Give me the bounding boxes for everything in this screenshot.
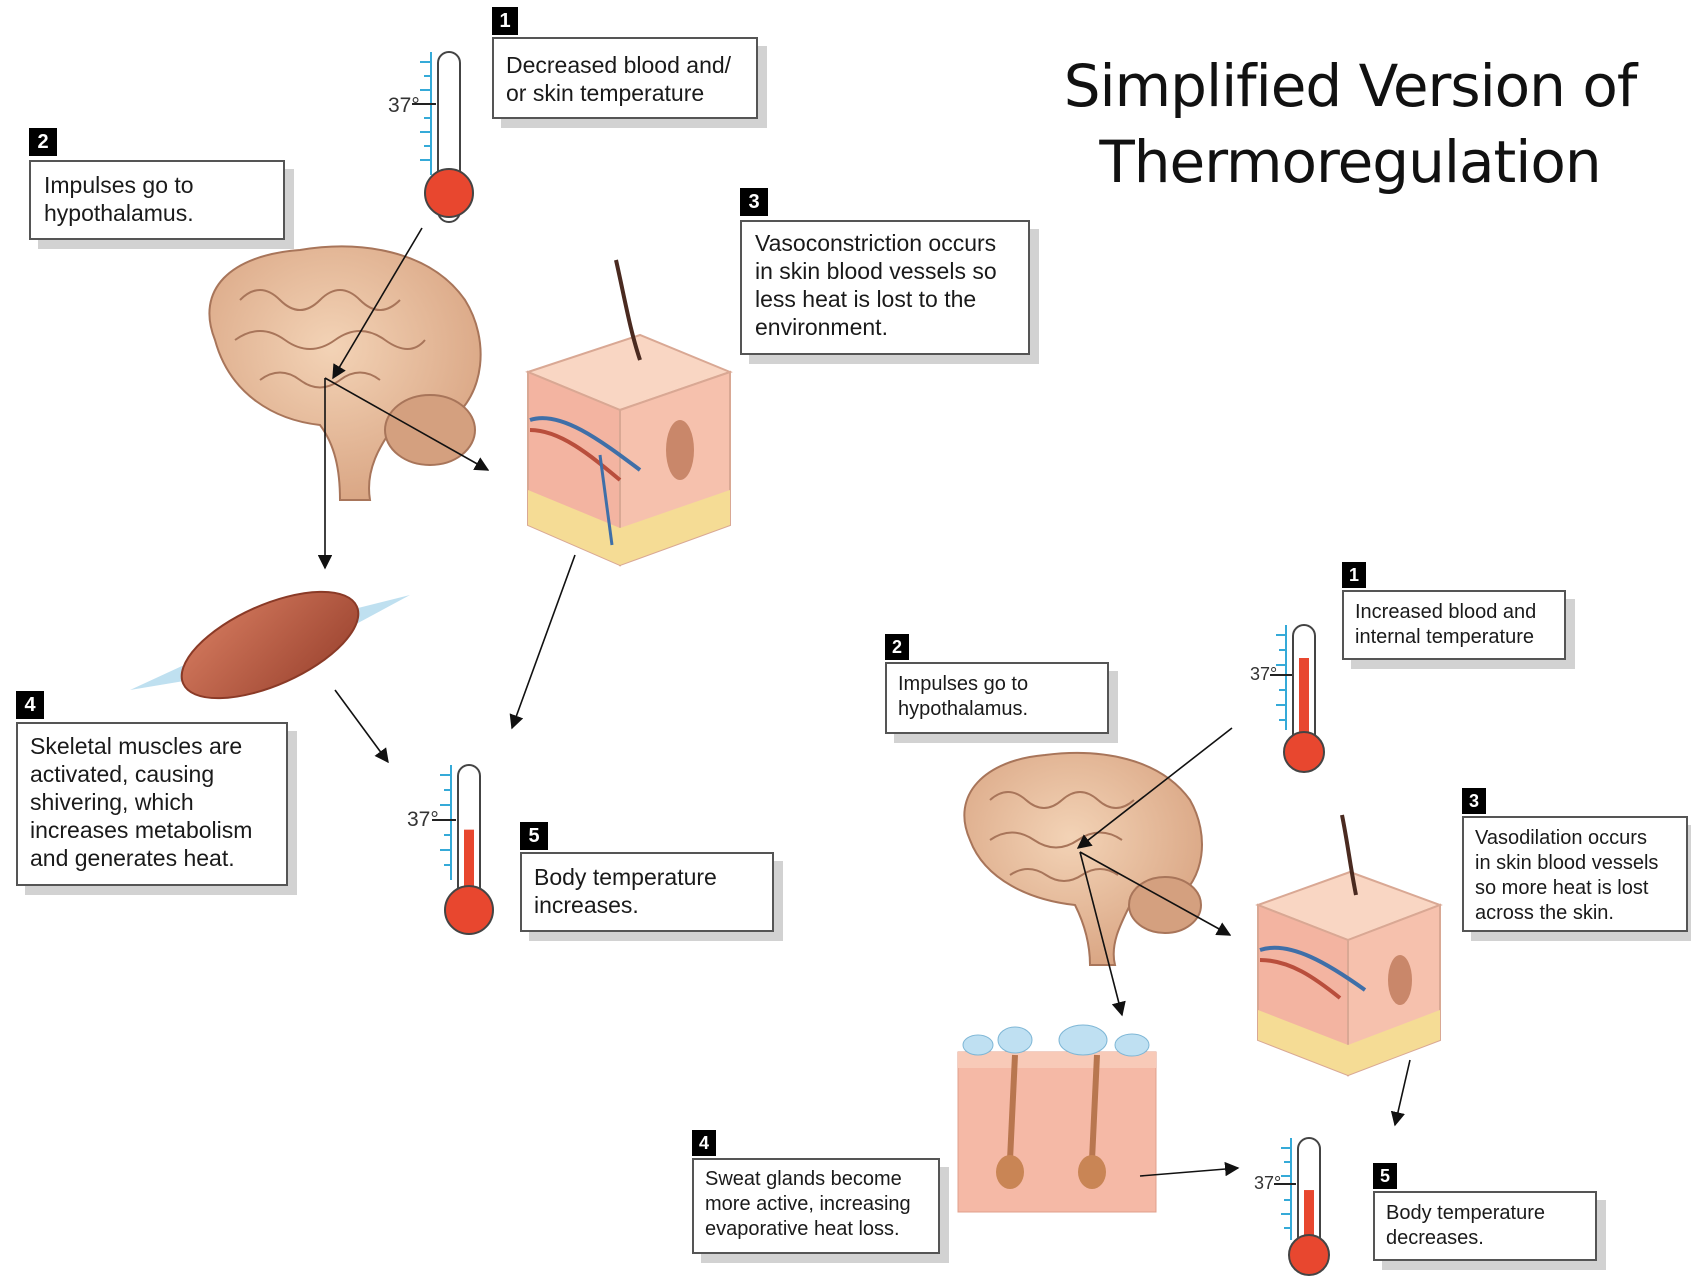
step-text: Decreased blood and/ or skin temperature xyxy=(506,51,744,107)
thermometer-label: 37° xyxy=(1254,1173,1281,1194)
step-text: Sweat glands become more active, increas… xyxy=(705,1167,927,1242)
step-text: Vasodilation occurs in skin blood vessel… xyxy=(1475,826,1675,926)
cold-step-5-box: Body temperature increases. xyxy=(520,852,774,932)
thermometer-label: 37° xyxy=(407,808,439,832)
step-text: Impulses go to hypothalamus. xyxy=(44,171,270,227)
step-text: Increased blood and internal temperature xyxy=(1355,600,1553,650)
step-number: 4 xyxy=(16,691,44,719)
step-number: 5 xyxy=(520,822,548,850)
step-number: 5 xyxy=(1373,1163,1397,1189)
step-text: Body temperature decreases. xyxy=(1386,1201,1584,1251)
sweat-gland-skin xyxy=(958,1025,1156,1212)
thermometer-cold-result xyxy=(432,765,493,934)
brain-heat xyxy=(964,753,1202,965)
thermometer-heat-result xyxy=(1274,1138,1329,1275)
skin-block-heat xyxy=(1258,815,1440,1075)
brain-cold xyxy=(209,247,480,500)
step-number: 1 xyxy=(1342,562,1366,588)
title-line-1: Simplified Version of xyxy=(1030,48,1670,124)
thermometer-heat-start xyxy=(1270,625,1324,772)
cold-step-4-box: Skeletal muscles are activated, causing … xyxy=(16,722,288,886)
thermometer-label: 37° xyxy=(388,94,420,118)
step-number: 1 xyxy=(492,7,518,35)
heat-step-1-box: Increased blood and internal temperature xyxy=(1342,590,1566,660)
title-line-2: Thermoregulation xyxy=(1030,124,1670,200)
step-text: Body temperature increases. xyxy=(534,863,760,919)
heat-step-3-box: Vasodilation occurs in skin blood vessel… xyxy=(1462,816,1688,932)
skeletal-muscle xyxy=(130,570,410,720)
cold-step-1-box: Decreased blood and/ or skin temperature xyxy=(492,37,758,119)
heat-step-4-box: Sweat glands become more active, increas… xyxy=(692,1158,940,1254)
step-number: 3 xyxy=(1462,788,1486,814)
page-title: Simplified Version of Thermoregulation xyxy=(1030,48,1670,200)
step-text: Impulses go to hypothalamus. xyxy=(898,672,1096,722)
step-number: 3 xyxy=(740,188,768,216)
step-number: 2 xyxy=(885,634,909,660)
step-text: Skeletal muscles are activated, causing … xyxy=(30,732,274,872)
cold-step-2-box: Impulses go to hypothalamus. xyxy=(29,160,285,240)
step-number: 2 xyxy=(29,128,57,156)
heat-step-2-box: Impulses go to hypothalamus. xyxy=(885,662,1109,734)
step-text: Vasoconstriction occurs in skin blood ve… xyxy=(755,229,1015,341)
step-number: 4 xyxy=(692,1130,716,1156)
thermometer-cold-start xyxy=(412,52,473,222)
heat-step-5-box: Body temperature decreases. xyxy=(1373,1191,1597,1261)
thermometer-label: 37° xyxy=(1250,664,1277,685)
cold-step-3-box: Vasoconstriction occurs in skin blood ve… xyxy=(740,220,1030,355)
skin-block-cold xyxy=(528,260,730,565)
